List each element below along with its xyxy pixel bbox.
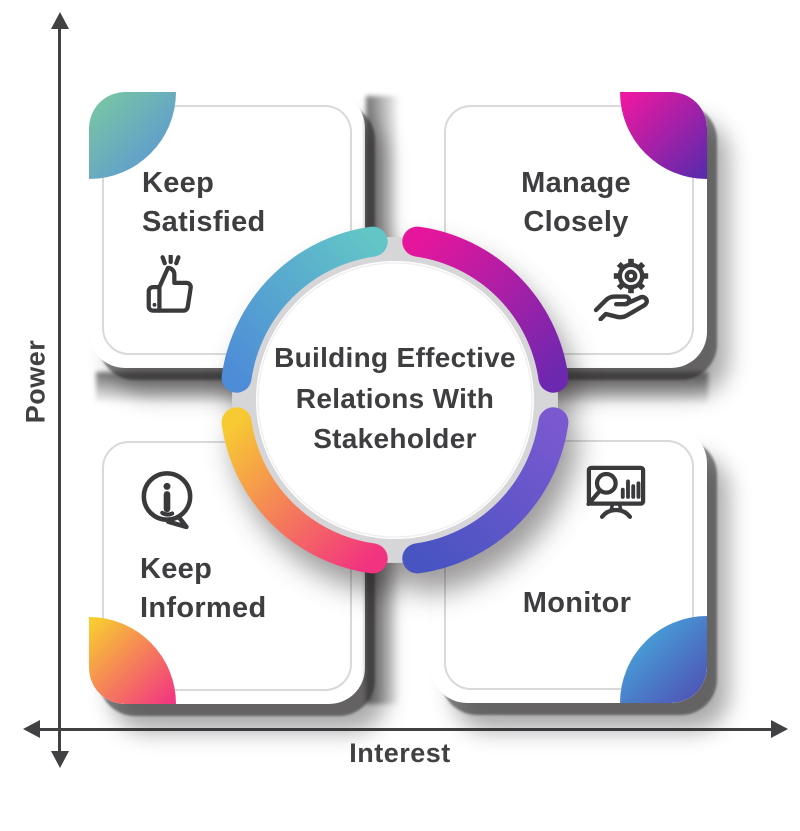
quadrant-label-line1: Manage xyxy=(521,167,631,199)
axis-arrow-left-icon xyxy=(23,720,40,738)
interest-axis-label: Interest xyxy=(349,738,451,768)
quadrant-label-line1: Monitor xyxy=(522,587,632,619)
quadrant-label: Keep Informed xyxy=(140,550,266,628)
quadrant-label-line2: Informed xyxy=(140,591,267,624)
axis-arrow-right-icon xyxy=(771,720,788,738)
quadrant-label-line2: Closely xyxy=(523,205,629,238)
hub-ring xyxy=(221,226,569,574)
quadrant-label-line2: Satisfied xyxy=(142,205,266,238)
quadrant-manage-closely: Manage Closely xyxy=(431,92,707,368)
quadrant-label: Monitor xyxy=(471,584,683,623)
axis-arrow-up-icon xyxy=(51,12,69,29)
quadrant-label-line1: Keep xyxy=(140,553,213,585)
center-hub: Building Effective Relations With Stakeh… xyxy=(205,210,585,590)
quadrant-label: Keep Satisfied xyxy=(142,164,266,242)
hub-title: Building Effective Relations With Stakeh… xyxy=(274,342,516,455)
info-bubble-icon xyxy=(136,468,198,530)
power-axis-label: Power xyxy=(20,339,51,424)
monitor-chart-icon xyxy=(583,463,649,523)
card-inner-border xyxy=(444,105,694,355)
thumbs-up-icon xyxy=(137,255,201,315)
interest-axis-line xyxy=(36,728,776,731)
quadrant-label-line1: Keep xyxy=(142,167,215,199)
axis-arrow-down-icon xyxy=(51,751,69,768)
quadrant-keep-satisfied: Keep Satisfied xyxy=(89,92,365,368)
quadrant-label: Manage Closely xyxy=(471,164,681,242)
power-axis-line xyxy=(58,26,61,754)
gear-hand-icon xyxy=(591,257,655,321)
